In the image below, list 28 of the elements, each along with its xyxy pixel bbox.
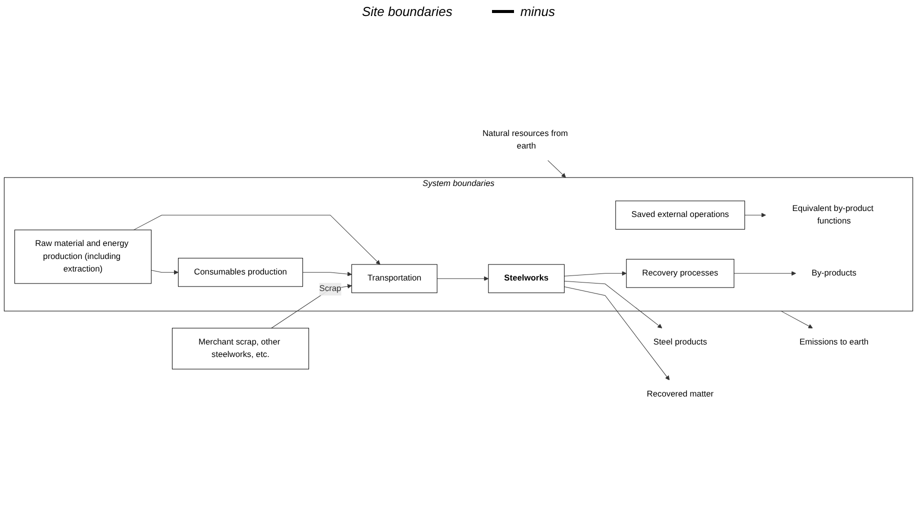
- arrow: [564, 280, 662, 328]
- arrow: [436, 276, 489, 281]
- node-box: Merchant scrap, other steelworks, etc.: [172, 328, 310, 370]
- note-text: Site boundaries: [362, 4, 452, 19]
- node-box: Raw material and energy production (including extraction): [14, 230, 152, 284]
- node-text: Equivalent by-product functions: [792, 204, 874, 226]
- node-text: Steel products: [653, 338, 708, 347]
- arrow: [734, 271, 796, 276]
- node-text: Recovered matter: [646, 390, 714, 398]
- node-box: Transportation: [351, 264, 438, 294]
- node-box: Steelworks: [488, 264, 565, 294]
- arrow: [564, 271, 627, 276]
- node-text: By-products: [812, 268, 856, 278]
- arrow: [744, 212, 766, 218]
- node-box: Saved external operations: [615, 200, 746, 230]
- node-box: Consumables production: [178, 258, 303, 287]
- arrow: [150, 270, 178, 275]
- edge-label: Scrap: [319, 284, 342, 294]
- arrow: [271, 284, 352, 328]
- note-text: minus: [520, 4, 556, 19]
- arrow: [302, 272, 352, 276]
- arrow: [133, 214, 380, 265]
- arrow: [548, 160, 566, 178]
- node-box: Recovery processes: [626, 258, 734, 288]
- arrow: [564, 286, 670, 380]
- node-text: Natural resources from earth: [482, 128, 568, 151]
- arrow: [780, 310, 813, 328]
- node-text: Emissions to earth: [799, 338, 869, 347]
